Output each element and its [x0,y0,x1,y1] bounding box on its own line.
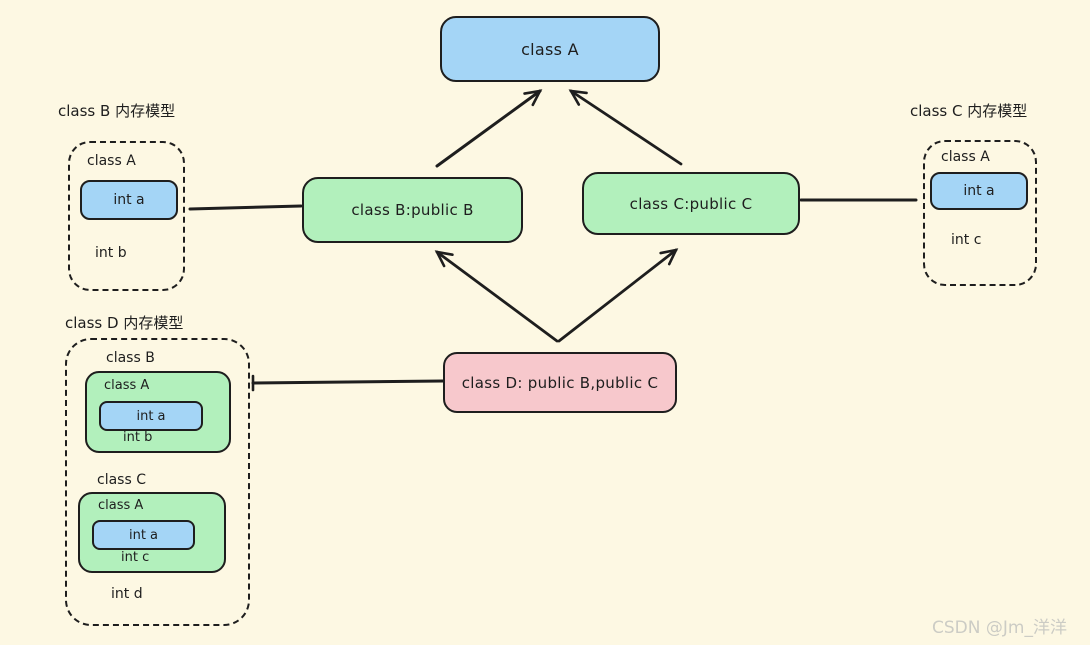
memory-model-d-b-class-a-label: class A [104,378,150,393]
node-class-a: class A [440,16,660,82]
node-class-c: class C:public C [582,172,800,235]
memory-model-b-title: class B 内存模型 [58,102,176,120]
memory-model-c-int-c: int c [951,232,982,248]
memory-model-d-b-int-b: int b [123,430,153,445]
memory-model-d-c-int-a: int a [92,520,195,550]
node-class-b-label: class B:public B [351,201,474,219]
memory-model-c-class-a-label: class A [941,149,990,165]
arrow-d-to-b [434,250,559,343]
node-class-d: class D: public B,public C [443,352,677,413]
arrow-d-to-c [557,248,679,343]
node-class-c-label: class C:public C [629,194,753,213]
arrow-b-to-a [435,89,543,168]
node-class-b: class B:public B [302,177,523,243]
memory-model-c-box [923,140,1037,286]
memory-model-d-c-int-a-label: int a [128,527,159,543]
memory-model-d-class-b-label: class B [106,350,155,366]
memory-model-c-title: class C 内存模型 [910,102,1028,120]
memory-model-d-class-c-label: class C [97,472,146,488]
csdn-watermark: CSDN @Jm_洋洋 [932,618,1067,638]
memory-model-d-int-d: int d [111,586,143,602]
node-class-d-label: class D: public B,public C [461,373,659,392]
memory-model-d-b-int-a: int a [99,401,203,431]
memory-model-d-box [65,338,250,626]
memory-model-b-int-a: int a [80,180,178,220]
node-class-a-label: class A [521,39,579,59]
memory-model-b-class-a-label: class A [87,153,136,169]
memory-model-d-title: class D 内存模型 [65,314,184,332]
memory-model-c-int-a-label: int a [963,183,995,199]
memory-model-c-int-a: int a [930,172,1028,210]
memory-model-d-b-int-a-label: int a [136,408,166,424]
memory-model-b-int-a-label: int a [113,192,145,208]
memory-model-b-int-b: int b [95,245,127,261]
link-memb-to-node-b [188,204,303,211]
arrow-c-to-a [568,89,683,166]
memory-model-b-box [68,141,185,291]
link-memd-to-node-d [251,379,445,385]
memory-model-d-c-class-a-label: class A [98,498,144,513]
memory-model-d-c-int-c: int c [121,550,150,565]
